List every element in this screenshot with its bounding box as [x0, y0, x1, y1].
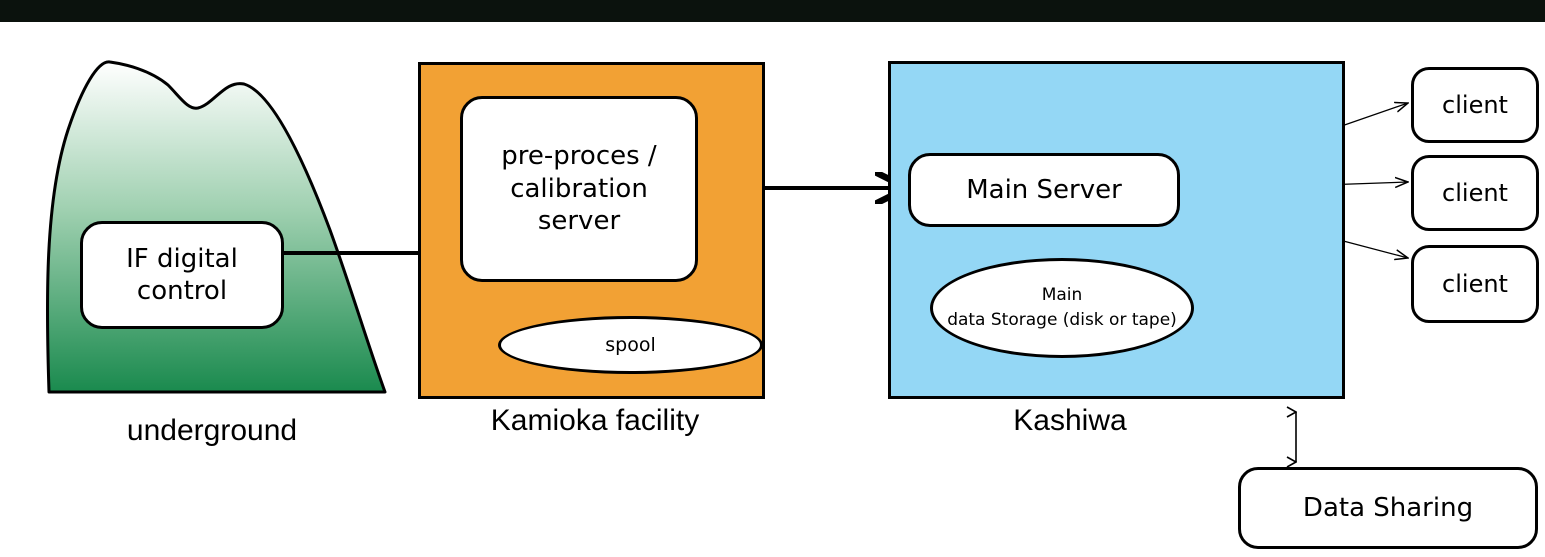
if-digital-control-box: IF digital control: [80, 221, 284, 329]
data-sharing-box: Data Sharing: [1238, 467, 1538, 549]
client-box-1: client: [1411, 67, 1539, 143]
slide-title: [0, 0, 1545, 22]
kamioka-facility-label: Kamioka facility: [490, 404, 700, 437]
preprocess-server-box: pre-proces / calibration server: [460, 96, 698, 282]
client-box-2: client: [1411, 155, 1539, 231]
client-box-3: client: [1411, 245, 1539, 323]
main-server-box: Main Server: [908, 153, 1180, 227]
spool-ellipse: spool: [498, 316, 763, 374]
main-storage-ellipse: Main data Storage (disk or tape): [930, 258, 1194, 358]
underground-label: underground: [126, 414, 298, 447]
kashiwa-label: Kashiwa: [1013, 404, 1127, 437]
